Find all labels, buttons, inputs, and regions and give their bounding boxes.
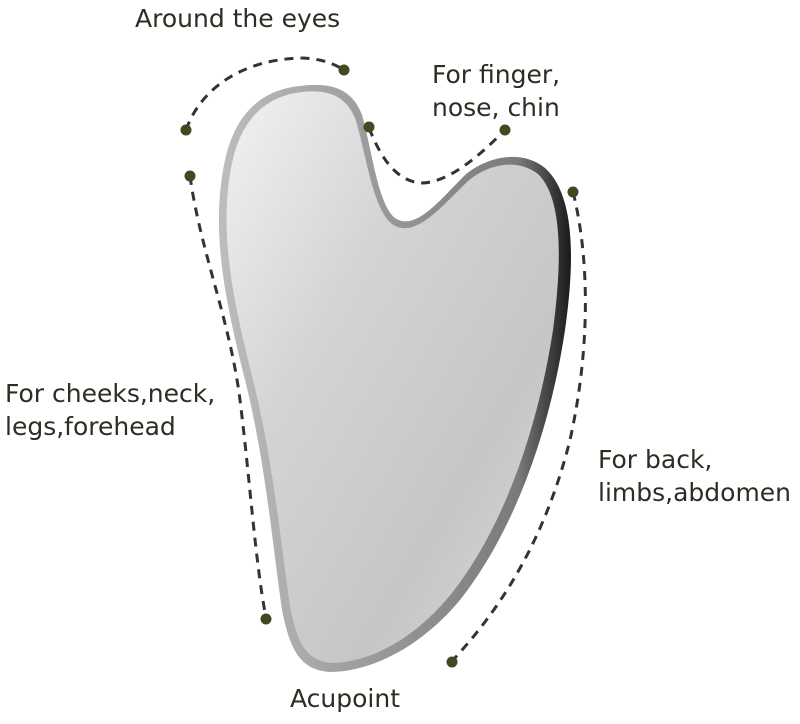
guide-lines xyxy=(184,56,587,663)
dot xyxy=(499,124,511,136)
endpoint-dots xyxy=(180,64,579,668)
dot xyxy=(184,170,196,182)
label-text: legs,forehead xyxy=(5,412,176,441)
label-cheeks-neck: For cheeks,neck, legs,forehead xyxy=(5,377,215,443)
label-text: limbs,abdomen xyxy=(598,478,792,507)
guide-cheeks xyxy=(188,175,268,619)
guide-back xyxy=(450,191,587,663)
dot xyxy=(567,186,579,198)
dot xyxy=(338,64,350,76)
guide-finger xyxy=(367,127,507,185)
label-text: For cheeks,neck, xyxy=(5,379,216,408)
label-text: nose, chin xyxy=(432,93,560,122)
dot xyxy=(446,656,458,668)
dot xyxy=(180,124,192,136)
dot xyxy=(260,613,272,625)
label-text: Acupoint xyxy=(290,684,401,713)
label-back-limbs: For back, limbs,abdomen xyxy=(598,443,791,509)
gua-sha-tool xyxy=(218,84,571,672)
label-acupoint: Acupoint xyxy=(290,682,400,715)
label-finger-nose-chin: For finger, nose, chin xyxy=(432,58,560,124)
label-text: For back, xyxy=(598,445,713,474)
label-around-eyes: Around the eyes xyxy=(135,2,340,35)
label-text: For finger, xyxy=(432,60,561,89)
label-text: Around the eyes xyxy=(135,4,341,33)
dot xyxy=(363,121,375,133)
